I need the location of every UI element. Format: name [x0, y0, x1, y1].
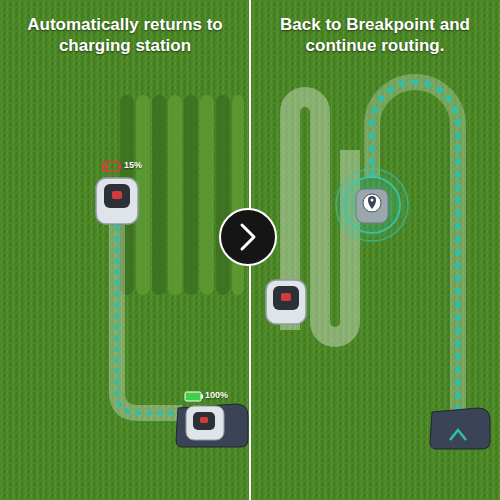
continue-path: [372, 82, 458, 425]
panel-heading: Back to Breakpoint and continue routing.: [256, 14, 494, 57]
return-path: [117, 225, 182, 413]
continue-path-glow: [372, 82, 458, 425]
next-arrow-button: [220, 209, 276, 265]
breakpoint-marker: [332, 165, 412, 245]
panel-heading: Automatically returns to charging statio…: [6, 14, 244, 57]
battery-percent: 15%: [124, 160, 154, 171]
charging-station: [430, 408, 490, 449]
mower-mowing: [266, 280, 306, 324]
battery-full-icon: [185, 392, 203, 401]
battery-low-icon: [103, 162, 121, 171]
mower-low-battery: [96, 178, 138, 224]
return-path-glow: [117, 225, 182, 413]
charging-station: [176, 404, 248, 447]
battery-percent: 100%: [205, 390, 241, 401]
